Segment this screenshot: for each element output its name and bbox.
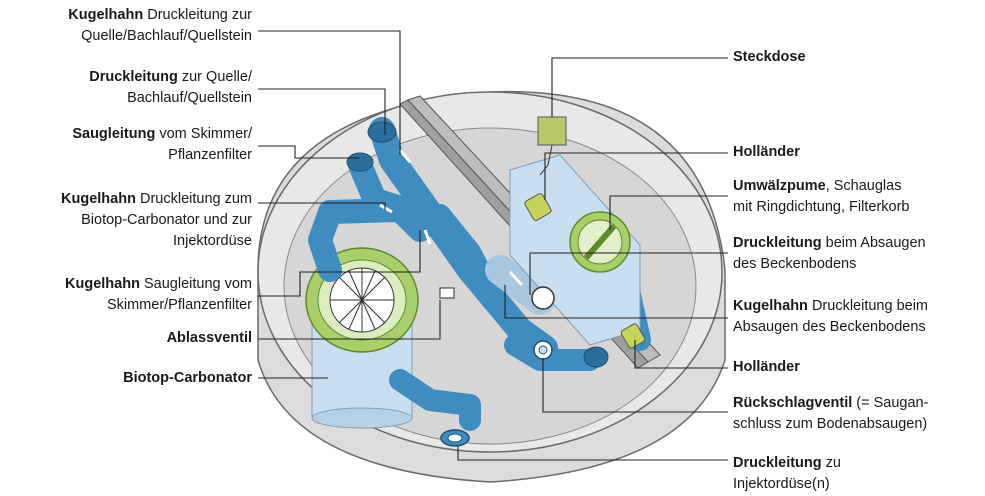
label-kugelhahn-druckleitung-quelle: Kugelhahn Druckleitung zur Quelle/Bachla… (68, 7, 252, 44)
label-ablassventil: Ablassventil (166, 330, 252, 346)
label-druckleitung-injektorduese: Druckleitung zu Injektordüse(n) (733, 455, 841, 492)
label-druckleitung-absaugen: Druckleitung beim Absaugen des Beckenbod… (733, 235, 926, 272)
label-biotop-carbonator: Biotop-Carbonator (123, 370, 252, 386)
label-rueckschlagventil: Rückschlagventil (= Saugan- schluss zum … (733, 395, 929, 432)
leader-lines (258, 30, 728, 461)
label-hollaender-top: Holländer (733, 144, 800, 160)
label-umwaelzpumpe: Umwälzpume, Schauglas mit Ringdichtung, … (733, 178, 910, 215)
power-socket (537, 100, 567, 176)
label-kugelhahn-biotop-carbonator: Kugelhahn Druckleitung zum Biotop-Carbon… (61, 191, 252, 249)
hollaender-fittings (524, 193, 646, 349)
valves (379, 149, 555, 360)
label-kugelhahn-absaugen: Kugelhahn Druckleitung beim Absaugen des… (733, 298, 928, 335)
label-kugelhahn-saugleitung: Kugelhahn Saugleitung vom Skimmer/Pflanz… (65, 276, 252, 313)
label-steckdose: Steckdose (733, 49, 806, 65)
label-hollaender-bottom: Holländer (733, 359, 800, 375)
label-druckleitung-quelle: Druckleitung zur Quelle/ Bachlauf/Quells… (89, 69, 252, 106)
label-saugleitung-skimmer: Saugleitung vom Skimmer/ Pflanzenfilter (72, 126, 252, 163)
